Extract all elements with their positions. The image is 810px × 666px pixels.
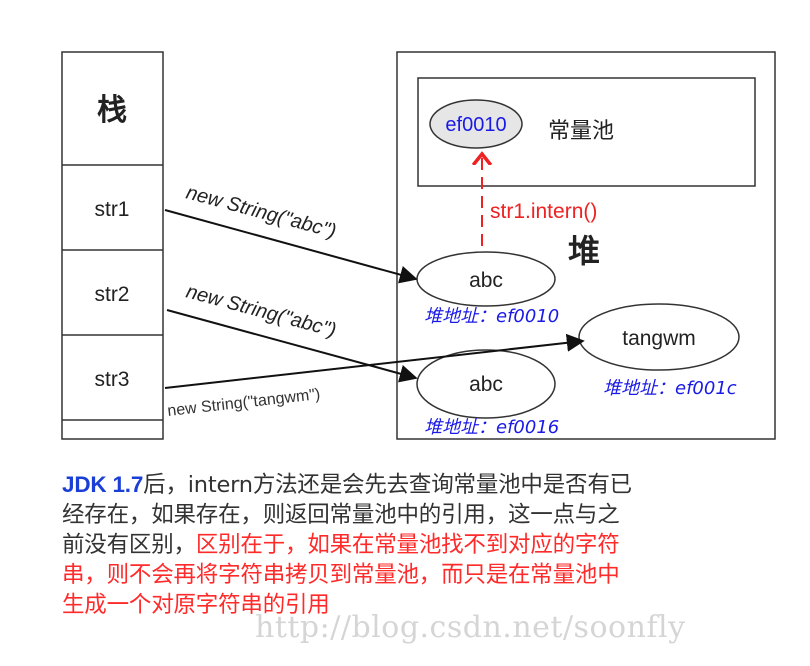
arrow-str1 <box>164 209 418 284</box>
arrow-str3 <box>164 333 585 389</box>
caption-line-1: JDK 1.7后，intern方法还是会先去查询常量池中是否有已 <box>62 470 777 500</box>
arrow-str2 <box>166 309 418 383</box>
caption-jdk-version: JDK 1.7 <box>62 472 144 497</box>
caption: JDK 1.7后，intern方法还是会先去查询常量池中是否有已 经存在，如果存… <box>62 470 777 620</box>
stack-cell-str3: str3 <box>94 368 129 391</box>
heap-object-abc-1-address: 堆地址：ef0010 <box>424 306 559 327</box>
intern-call-label: str1.intern() <box>490 200 597 223</box>
stack: 栈 str1 str2 str3 <box>61 51 164 440</box>
heap-object-abc-2 <box>416 349 556 419</box>
watermark: http://blog.csdn.net/soonfly <box>255 610 686 645</box>
heap: 堆 ef0010 常量池 abc 堆地址：ef0010 abc 堆地址：ef00… <box>396 51 776 440</box>
caption-line-2: 经存在，如果存在，则返回常量池中的引用，这一点与之 <box>62 502 620 528</box>
constant-pool-entry <box>429 99 523 149</box>
caption-line-5: 生成一个对原字符串的引用 <box>62 592 330 618</box>
stack-cell-str2: str2 <box>94 283 129 306</box>
constant-pool-label: 常量池 <box>548 119 614 144</box>
arrow-str2-label: new String("abc") <box>184 281 339 342</box>
heap-object-abc-2-address: 堆地址：ef0016 <box>424 417 559 438</box>
caption-line-1-text: 后，intern方法还是会先去查询常量池中是否有已 <box>143 472 632 498</box>
stack-frame <box>61 51 164 440</box>
caption-line-3-plain: 前没有区别， <box>62 532 196 558</box>
heap-title: 堆 <box>568 232 600 270</box>
heap-object-tangwm-address: 堆地址：ef001c <box>603 378 737 399</box>
heap-object-abc-1-label: abc <box>469 269 503 292</box>
caption-line-3-red: 区别在于，如果在常量池找不到对应的字符 <box>195 532 620 558</box>
caption-line-3: 前没有区别，区别在于，如果在常量池找不到对应的字符 <box>62 530 777 560</box>
constant-pool-entry-label: ef0010 <box>445 114 506 136</box>
caption-line-4: 串，则不会再将字符串拷贝到常量池，而只是在常量池中 <box>62 562 620 588</box>
stack-cell-str1: str1 <box>94 198 129 221</box>
heap-object-abc-2-label: abc <box>469 373 503 396</box>
arrow-str1-label: new String("abc") <box>184 182 339 243</box>
constant-pool: ef0010 常量池 <box>417 77 756 187</box>
stack-title: 栈 <box>97 93 127 128</box>
arrow-str3-label: new String("tangwm") <box>167 386 322 420</box>
heap-object-tangwm-label: tangwm <box>622 327 696 350</box>
jvm-memory-diagram: 栈 str1 str2 str3 堆 ef0010 常量池 abc 堆地址：ef… <box>61 51 776 440</box>
